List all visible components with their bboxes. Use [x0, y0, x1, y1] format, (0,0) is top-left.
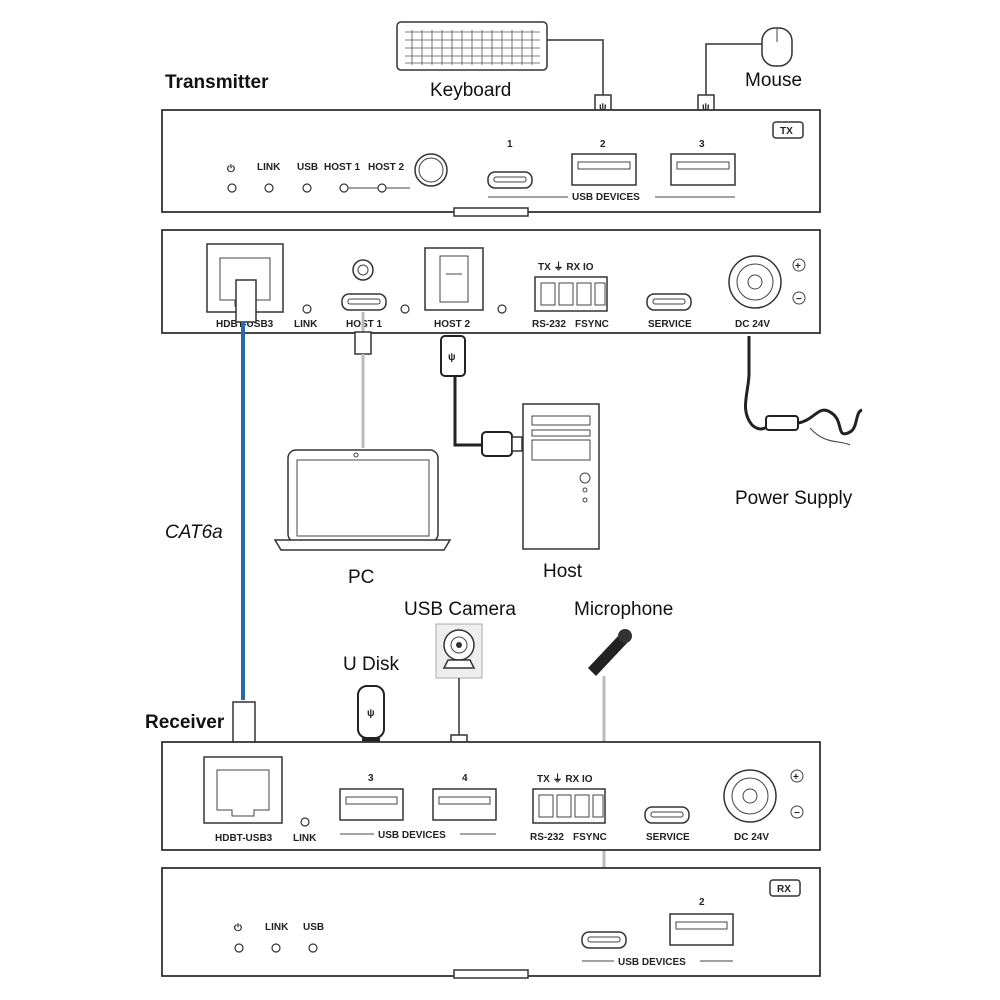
- led-link-label: LINK: [257, 162, 281, 173]
- led-host1-label: HOST 1: [324, 162, 361, 173]
- led-power-icon: ⏻: [227, 163, 235, 175]
- port2-number: 2: [600, 139, 606, 150]
- rx-link-label: LINK: [293, 833, 317, 844]
- svg-text:ψ: ψ: [448, 352, 456, 363]
- keyboard-icon: [396, 21, 548, 71]
- rx-usb-devices-front-label: USB DEVICES: [618, 957, 686, 968]
- u-disk-label: U Disk: [343, 654, 399, 675]
- tx-service-port[interactable]: [646, 293, 692, 311]
- rx-port3-number: 3: [368, 773, 374, 784]
- tx-serial-terminal[interactable]: [534, 276, 608, 312]
- transmitter-title: Transmitter: [165, 72, 269, 93]
- host-usb-plug: ψ: [440, 335, 466, 377]
- led-host2-label: HOST 2: [368, 162, 405, 173]
- keyboard-cable: [547, 39, 604, 95]
- led-host1: [339, 183, 349, 193]
- tx-rs232-label: RS-232: [532, 319, 566, 330]
- power-supply-label: Power Supply: [735, 488, 853, 509]
- svg-text:+: +: [795, 261, 801, 272]
- led-usb-label: USB: [297, 162, 318, 173]
- microphone-label: Microphone: [574, 599, 673, 620]
- tx-rear-link-led: [302, 304, 312, 314]
- keyboard-label: Keyboard: [430, 80, 511, 101]
- mouse-label: Mouse: [745, 70, 802, 91]
- tx-service-label: SERVICE: [648, 319, 692, 330]
- rx-front-panel: RX ⏻ LINK USB 2 USB DEVICES: [161, 867, 821, 979]
- rx-port4-number: 4: [462, 773, 468, 784]
- power-supply-icon: [744, 336, 863, 446]
- rx-hdbt-label: HDBT-USB3: [215, 833, 273, 844]
- tx-front-panel: TX ⏻ LINK USB HOST 1 HOST 2 1 2 3 USB DE…: [161, 109, 821, 217]
- port1-number: 1: [507, 139, 513, 150]
- rx-fsync-label: FSYNC: [573, 832, 607, 843]
- rx-usb-devices-label: USB DEVICES: [378, 830, 446, 841]
- pc-label: PC: [348, 567, 374, 588]
- tx-audio-jack: [352, 259, 374, 281]
- rx-usbc-port-1[interactable]: [581, 931, 627, 949]
- host-label: Host: [543, 561, 583, 582]
- rx-service-label: SERVICE: [646, 832, 690, 843]
- tx-rear-panel: HDBT-USB3 LINK HOST 1 HOST 2 TX ⏚ RX IO …: [161, 229, 821, 334]
- microphone-icon: [588, 629, 632, 676]
- svg-text:−: −: [794, 808, 800, 819]
- led-link: [264, 183, 274, 193]
- tx-host2-usbb-port[interactable]: [424, 247, 484, 311]
- tx-serial-top-label: TX ⏚ RX IO: [538, 261, 594, 273]
- rx-rear-panel: HDBT-USB3 LINK 3 4 USB DEVICES TX ⏚ RX I…: [161, 741, 821, 851]
- tx-dc-label: DC 24V: [735, 319, 770, 330]
- rx-service-port[interactable]: [644, 806, 690, 824]
- svg-text:−: −: [796, 294, 802, 305]
- tx-rear-link-label: LINK: [294, 319, 318, 330]
- rx-port2-number: 2: [699, 897, 705, 908]
- rx-led-usb: [308, 943, 318, 953]
- svg-text:ψ: ψ: [702, 102, 710, 113]
- receiver-title: Receiver: [145, 712, 225, 733]
- rx-badge: RX: [777, 884, 791, 895]
- rx-hdbt-port[interactable]: [203, 756, 283, 824]
- rx-led-link: [271, 943, 281, 953]
- tx-usbc-port-1[interactable]: [487, 171, 533, 189]
- tx-host2-label: HOST 2: [434, 319, 471, 330]
- cat6a-cable: [232, 279, 257, 751]
- tx-fsync-label: FSYNC: [575, 319, 609, 330]
- rx-led-power: [234, 943, 244, 953]
- usb-camera-label: USB Camera: [404, 599, 516, 620]
- rx-serial-terminal[interactable]: [532, 788, 606, 824]
- mouse-icon: [761, 27, 793, 67]
- led-usb: [302, 183, 312, 193]
- rx-rs232-label: RS-232: [530, 832, 564, 843]
- svg-text:ψ: ψ: [599, 102, 607, 113]
- usb-camera-icon: [435, 623, 483, 679]
- cat6a-label: CAT6a: [165, 522, 223, 543]
- rx-serial-top-label: TX ⏚ RX IO: [537, 773, 593, 785]
- led-host2: [377, 183, 387, 193]
- mouse-cable: [705, 43, 762, 95]
- host-select-button[interactable]: [414, 153, 448, 187]
- host-cable: [453, 376, 482, 447]
- desktop-tower-icon: [522, 403, 600, 550]
- led-power: [227, 183, 237, 193]
- svg-text:+: +: [793, 772, 799, 783]
- laptop-icon: [273, 449, 452, 551]
- tx-badge: TX: [780, 126, 793, 137]
- rx-dc-label: DC 24V: [734, 832, 769, 843]
- rx-led-usb-label: USB: [303, 922, 324, 933]
- tx-host1-usbc-port[interactable]: [341, 293, 387, 311]
- rx-led-link-label: LINK: [265, 922, 289, 933]
- port3-number: 3: [699, 139, 705, 150]
- usb-devices-label: USB DEVICES: [572, 192, 640, 203]
- rx-link-led: [300, 817, 310, 827]
- rx-led-power-icon: ⏻: [234, 922, 242, 934]
- svg-text:ψ: ψ: [367, 708, 375, 719]
